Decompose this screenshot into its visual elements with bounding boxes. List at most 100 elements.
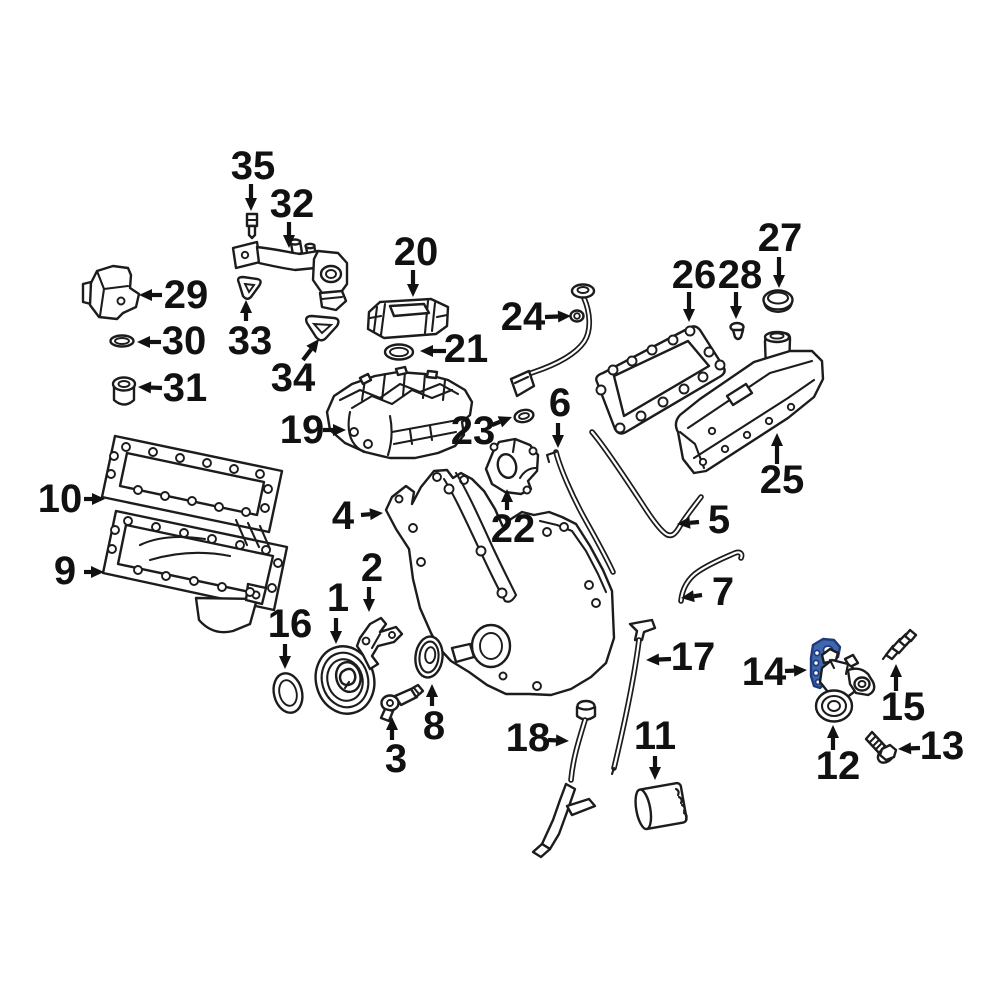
callout-26: 26: [672, 253, 717, 322]
part-10-oil-pan-gasket: [100, 434, 284, 534]
callout-17: 17: [646, 635, 715, 679]
part-34-gasket: [304, 314, 340, 342]
callout-number: 20: [394, 230, 439, 274]
part-3-crank-sensor: [379, 683, 425, 723]
callout-number: 18: [506, 716, 551, 760]
callout-number: 26: [672, 253, 717, 297]
callout-arrowhead: [330, 631, 342, 644]
callout-arrowhead: [139, 289, 152, 301]
callout-arrowhead: [677, 516, 691, 529]
part-33-gasket: [236, 275, 262, 300]
callout-number: 6: [549, 381, 571, 425]
part-32-water-crossover: [231, 238, 349, 312]
part-19-intake-manifold: [325, 365, 474, 460]
part-11-oil-filter: [634, 781, 688, 831]
callout-number: 13: [920, 724, 965, 768]
callout-arrowhead: [306, 339, 319, 353]
callout-21: 21: [420, 327, 488, 371]
callout-arrowhead: [245, 198, 257, 211]
callout-11: 11: [634, 714, 676, 780]
callout-arrowhead: [730, 306, 742, 319]
callout-number: 28: [718, 253, 763, 297]
callout-16: 16: [268, 602, 313, 669]
callout-arrowhead: [649, 767, 661, 780]
callout-27: 27: [758, 216, 802, 288]
callout-number: 2: [361, 546, 383, 590]
part-8-seal: [414, 635, 444, 679]
callout-8: 8: [423, 684, 445, 748]
callout-13: 13: [898, 724, 964, 768]
callout-20: 20: [394, 230, 439, 297]
part-5-gasket-strip: [589, 429, 704, 539]
callout-33: 33: [228, 300, 273, 363]
part-20-plenum-cover: [366, 297, 450, 340]
callout-arrow-line: [360, 512, 371, 518]
part-12-oil-filter-adapter: [814, 647, 876, 723]
part-22-oil-pump: [484, 437, 540, 496]
part-24-tube: [509, 283, 596, 398]
callout-34: 34: [271, 339, 319, 400]
part-25-valve-cover: [674, 330, 825, 475]
callout-arrowhead: [386, 717, 398, 730]
callout-number: 5: [708, 498, 730, 542]
callout-number: 15: [881, 685, 926, 729]
callout-19: 19: [280, 408, 346, 452]
part-18-filler-tube: [531, 699, 597, 859]
part-35-stud: [245, 212, 259, 240]
callout-5: 5: [677, 498, 730, 542]
callout-number: 22: [491, 507, 536, 551]
callout-number: 16: [268, 602, 313, 646]
callout-2: 2: [361, 546, 383, 612]
callout-number: 12: [816, 744, 861, 788]
callout-7: 7: [681, 570, 734, 614]
callout-35: 35: [231, 144, 275, 211]
callout-number: 11: [634, 714, 676, 758]
part-7-gasket-strip: [678, 549, 745, 604]
callout-6: 6: [549, 381, 571, 448]
part-28-grommet: [729, 321, 745, 341]
callout-25: 25: [760, 433, 804, 502]
callout-arrow-line: [689, 519, 700, 525]
callout-number: 19: [280, 408, 325, 452]
callout-9: 9: [54, 549, 104, 593]
callout-arrowhead: [683, 309, 695, 322]
part-6-gasket-strip: [545, 449, 616, 575]
callout-number: 29: [164, 273, 209, 317]
callout-arrowhead: [773, 275, 785, 288]
callout-4: 4: [332, 494, 383, 538]
callout-29: 29: [139, 273, 208, 317]
callout-number: 1: [327, 576, 349, 620]
callout-arrow-line: [693, 592, 703, 599]
callout-arrowhead: [279, 656, 291, 669]
part-17-dipstick: [610, 618, 657, 776]
callout-arrow-line: [301, 348, 313, 362]
callout-arrowhead: [138, 381, 152, 394]
callout-arrowhead: [890, 664, 902, 677]
callout-arrowhead: [92, 493, 105, 505]
callout-number: 24: [501, 295, 546, 339]
callout-10: 10: [38, 477, 105, 521]
callout-arrowhead: [369, 508, 383, 521]
callout-arrowhead: [407, 284, 419, 297]
callout-number: 23: [451, 409, 496, 453]
part-30-o-ring: [109, 334, 135, 348]
callout-number: 33: [228, 319, 273, 363]
part-4-timing-cover: [384, 468, 616, 697]
callout-28: 28: [718, 253, 763, 319]
callout-arrowhead: [827, 725, 839, 738]
callout-number: 31: [163, 366, 208, 410]
callout-number: 21: [444, 327, 489, 371]
callout-arrowhead: [501, 489, 513, 502]
callout-arrowhead: [555, 734, 569, 747]
callout-number: 4: [332, 494, 355, 538]
callout-1: 1: [327, 576, 349, 644]
part-31-plug: [111, 376, 137, 406]
callout-arrowhead: [771, 433, 783, 446]
part-16-seal: [272, 672, 304, 714]
part-21-o-ring: [383, 343, 415, 361]
callout-3: 3: [385, 717, 407, 781]
part-2-sensor-bracket: [355, 616, 404, 671]
callout-arrowhead: [283, 235, 295, 248]
